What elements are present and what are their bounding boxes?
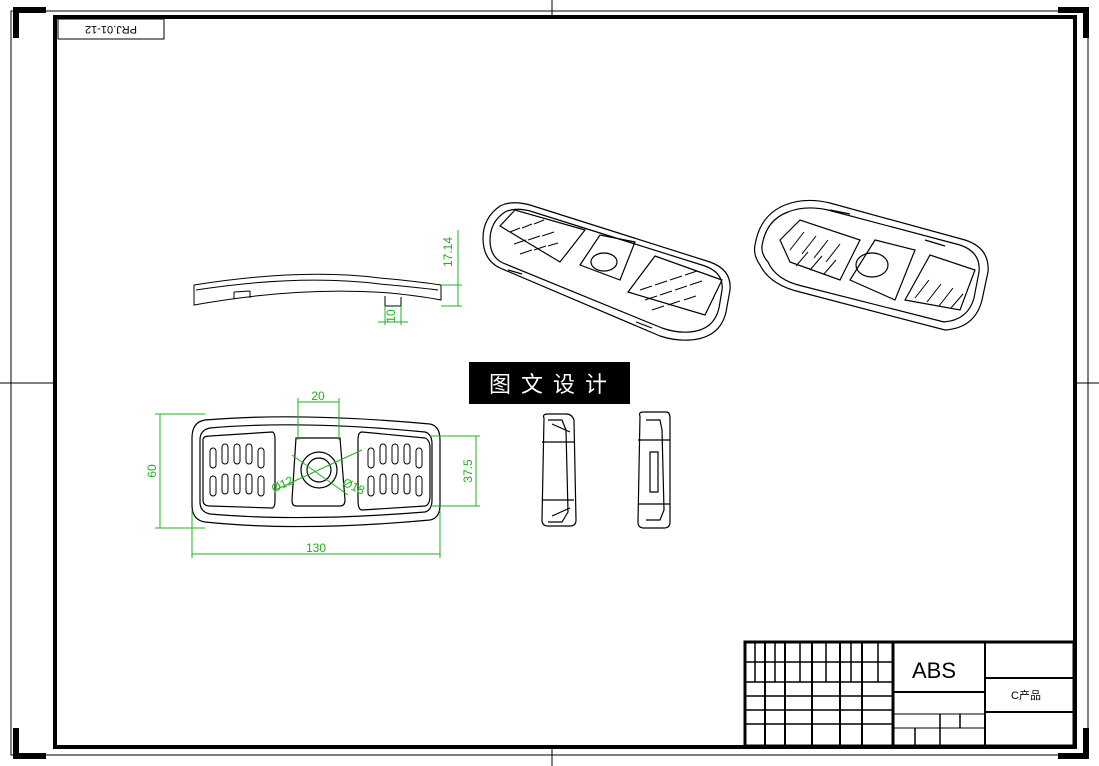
dim-width-top: 20 [311, 389, 325, 403]
product-label: C产品 [1011, 688, 1041, 702]
dim-step: 10 [384, 309, 398, 323]
iso-view-top [482, 202, 731, 341]
end-view-right [637, 411, 671, 529]
top-view [191, 416, 441, 528]
corner-marks [13, 7, 1089, 759]
watermark-banner: 图文设计 [469, 362, 630, 404]
side-view [193, 273, 442, 307]
material-label: ABS [912, 658, 956, 683]
dim-dia-small: Ø12 [269, 473, 296, 495]
side-view-dims: 17.14 10 [378, 230, 462, 325]
dim-thickness: 17.14 [441, 237, 455, 267]
dim-height-inner: 37.5 [461, 459, 475, 483]
inner-frame [53, 15, 1077, 749]
banner-text: 图文设计 [489, 372, 617, 397]
end-view-left [541, 413, 577, 527]
dim-length: 130 [306, 541, 326, 555]
dim-height: 60 [145, 464, 159, 478]
drawing-code: PRJ.01-12 [85, 23, 137, 35]
iso-view-bottom [753, 199, 989, 331]
drawing-code-tab: PRJ.01-12 [57, 18, 165, 40]
title-block [743, 640, 1076, 748]
